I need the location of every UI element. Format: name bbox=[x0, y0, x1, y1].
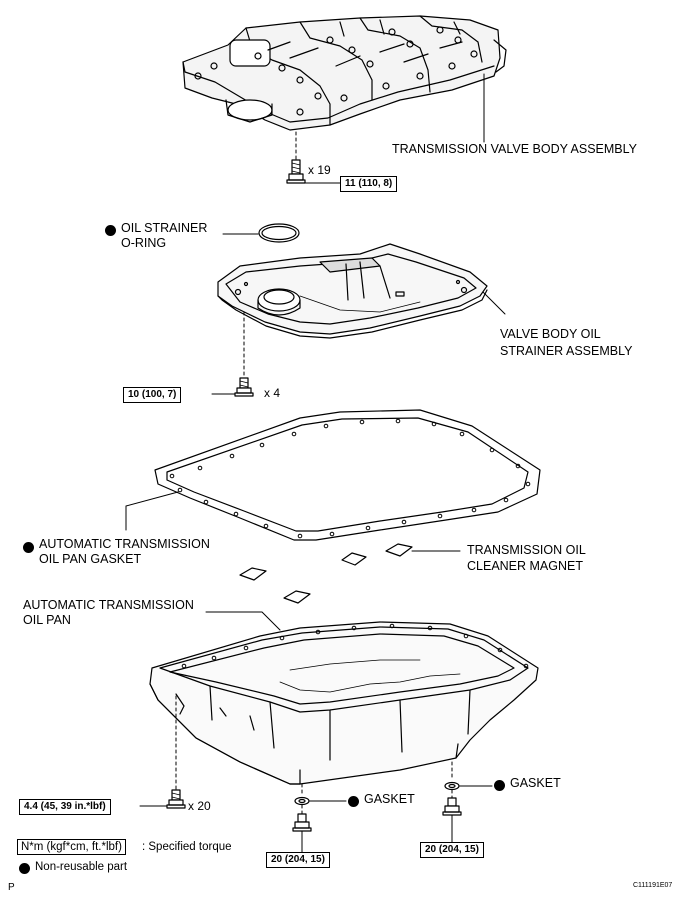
torque-strainer-bolt: 10 (100, 7) bbox=[123, 387, 182, 403]
label-valve-body: TRANSMISSION VALVE BODY ASSEMBLY bbox=[392, 142, 637, 156]
nonreusable-marker-gasket-1 bbox=[348, 796, 359, 807]
label-magnet-line2: CLEANER MAGNET bbox=[467, 559, 583, 573]
magnet-pieces bbox=[239, 543, 413, 604]
label-strainer-line1: VALVE BODY OIL bbox=[500, 327, 601, 341]
label-drain-gasket-1: GASKET bbox=[364, 792, 415, 806]
footer-left-code: P bbox=[8, 882, 15, 893]
drain-plug-1 bbox=[292, 783, 347, 853]
torque-valve-body-bolt: 11 (110, 8) bbox=[340, 176, 398, 192]
torque-pan-bolt: 4.4 (45, 39 in.*lbf) bbox=[19, 799, 111, 815]
qty-pan-bolt: x 20 bbox=[188, 799, 211, 813]
label-drain-gasket-2: GASKET bbox=[510, 776, 561, 790]
drain-plug-2 bbox=[442, 761, 493, 843]
nonreusable-marker-oring bbox=[105, 225, 116, 236]
legend-torque-unit: N*m (kgf*cm, ft.*lbf) bbox=[17, 839, 126, 855]
label-oring-line2: O-RING bbox=[121, 236, 167, 250]
label-gasket-line1: AUTOMATIC TRANSMISSION bbox=[39, 537, 210, 551]
torque-drain-plug-2: 20 (204, 15) bbox=[420, 842, 484, 858]
nonreusable-marker-gasket-2 bbox=[494, 780, 505, 791]
label-gasket-line2: OIL PAN GASKET bbox=[39, 552, 142, 566]
oil-pan-gasket-illustration bbox=[154, 409, 541, 541]
oil-pan-illustration bbox=[149, 621, 539, 785]
oil-strainer-illustration bbox=[217, 243, 488, 339]
pan-bolt bbox=[139, 695, 186, 809]
qty-strainer-bolt: x 4 bbox=[264, 386, 281, 400]
label-magnet-line1: TRANSMISSION OIL bbox=[467, 543, 586, 557]
label-oring-line1: OIL STRAINER bbox=[121, 221, 208, 235]
legend-nonreusable-desc: Non-reusable part bbox=[35, 861, 128, 873]
label-pan-line2: OIL PAN bbox=[23, 613, 71, 627]
qty-valve-body-bolt: x 19 bbox=[308, 163, 331, 177]
figure-code: C111191E07 bbox=[633, 882, 673, 889]
nonreusable-marker-gasket bbox=[23, 542, 34, 553]
legend-torque-desc: : Specified torque bbox=[142, 841, 232, 853]
strainer-bolt bbox=[211, 311, 254, 397]
legend-nonreusable-marker bbox=[19, 863, 30, 874]
valve-body-illustration bbox=[182, 15, 507, 131]
label-strainer-line2: STRAINER ASSEMBLY bbox=[500, 344, 633, 358]
label-pan-line1: AUTOMATIC TRANSMISSION bbox=[23, 598, 194, 612]
valve-body-bolt bbox=[286, 131, 341, 184]
oring-illustration bbox=[222, 223, 300, 243]
torque-drain-plug-1: 20 (204, 15) bbox=[266, 852, 330, 868]
